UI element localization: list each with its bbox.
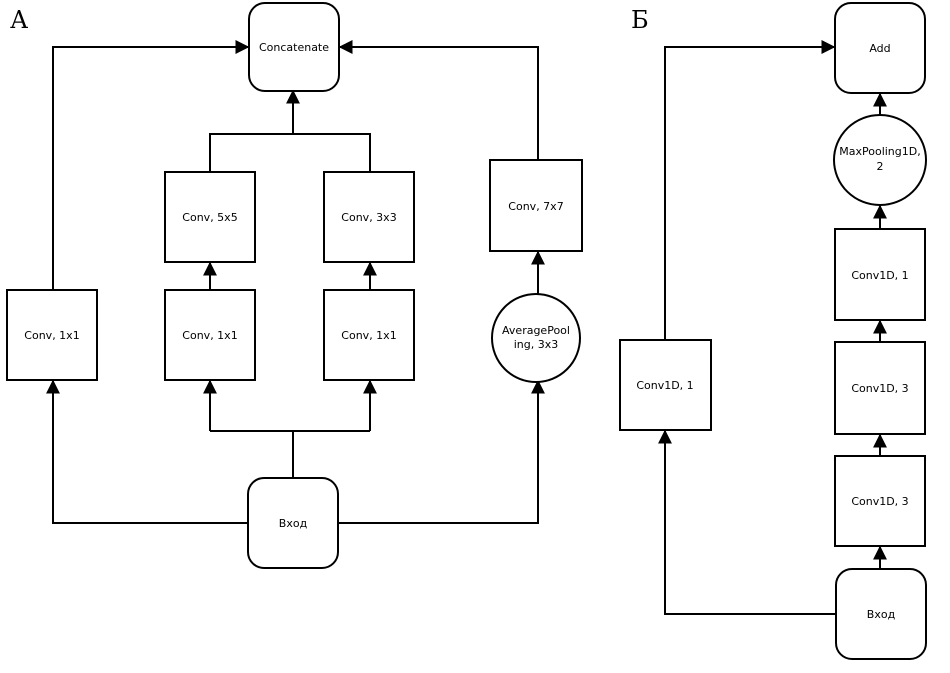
node-conv3x3: Conv, 3x3 (323, 171, 415, 263)
node-conv1x1-left: Conv, 1x1 (6, 289, 98, 381)
edge-input-to-conv1d-skip (658, 429, 836, 615)
edge-merge-conv5x5-conv3x3 (209, 133, 371, 172)
node-conv1d-1-skip-label: Conv1D, 1 (636, 379, 693, 392)
node-conv1x1-right: Conv, 1x1 (323, 289, 415, 381)
node-concatenate-label: Concatenate (259, 41, 329, 54)
node-conv1d-3-lower-label: Conv1D, 3 (851, 495, 908, 508)
panel-a-edges (46, 40, 545, 524)
node-conv1d-3-lower: Conv1D, 3 (834, 455, 926, 547)
panel-b-letter: Б (631, 6, 649, 34)
node-maxpooling1d: MaxPooling1D, 2 (833, 114, 927, 206)
node-maxpooling1d-label-2: 2 (877, 160, 884, 173)
edge-input-to-conv1x1-left (46, 379, 248, 524)
edge-conv1x1-left-to-concat (52, 40, 250, 290)
node-conv1x1-mid-label: Conv, 1x1 (182, 329, 237, 342)
node-conv5x5-label: Conv, 5x5 (182, 211, 237, 224)
node-input-a: Вход (247, 477, 339, 569)
node-conv1d-1-skip: Conv1D, 1 (619, 339, 712, 431)
edge-conv7x7-to-concat (338, 40, 539, 160)
node-input-b-label: Вход (867, 608, 896, 621)
node-conv1x1-right-label: Conv, 1x1 (341, 329, 396, 342)
node-conv1d-1-top-label: Conv1D, 1 (851, 269, 908, 282)
node-maxpooling1d-label-1: MaxPooling1D, (839, 145, 920, 158)
node-input-a-label: Вход (279, 517, 308, 530)
node-conv7x7-label: Conv, 7x7 (508, 200, 563, 213)
node-conv1x1-mid: Conv, 1x1 (164, 289, 256, 381)
node-conv3x3-label: Conv, 3x3 (341, 211, 396, 224)
panel-b-edges (658, 40, 887, 615)
node-conv5x5: Conv, 5x5 (164, 171, 256, 263)
panel-a-letter: А (10, 6, 28, 34)
node-conv1d-1-top: Conv1D, 1 (834, 228, 926, 321)
node-conv1x1-left-label: Conv, 1x1 (24, 329, 79, 342)
node-conv7x7: Conv, 7x7 (489, 159, 583, 252)
node-averagepooling: AveragePool ing, 3x3 (491, 293, 581, 383)
node-averagepooling-label-2: ing, 3x3 (514, 338, 559, 351)
node-averagepooling-label-1: AveragePool (502, 324, 570, 337)
node-conv1d-3-upper-label: Conv1D, 3 (851, 382, 908, 395)
node-concatenate: Concatenate (248, 2, 340, 92)
node-add-label: Add (869, 42, 890, 55)
node-add: Add (834, 2, 926, 94)
edge-input-to-avgpool (338, 379, 545, 524)
node-conv1d-3-upper: Conv1D, 3 (834, 341, 926, 435)
node-input-b: Вход (835, 568, 927, 660)
edge-conv1d-skip-to-add (664, 40, 836, 339)
